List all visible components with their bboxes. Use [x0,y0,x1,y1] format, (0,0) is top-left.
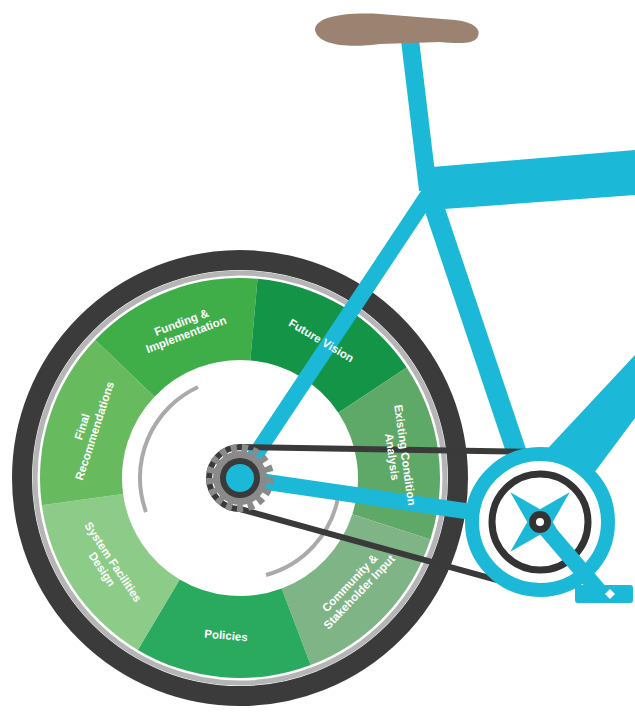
seat-post [410,40,428,190]
pedal-reflector [605,589,615,599]
seat-tube [430,195,540,522]
cycle-arrow-arc [140,387,198,512]
down-tube [522,355,635,508]
chain [209,447,540,592]
hub [226,464,254,492]
wheel-segment: Final Recommendations [40,278,440,678]
segment-fill [282,514,431,665]
cycle-arrow-arc [266,495,339,575]
cog-teeth [210,448,270,508]
spider [481,463,600,582]
chainring [472,454,608,590]
segment-shape [40,278,440,678]
segment-fill [40,340,155,505]
hub-ring [220,458,260,498]
cog [213,451,267,505]
tire [22,260,458,696]
rim [35,273,445,683]
pedal [575,585,633,603]
crank-bolt-center [536,518,544,526]
crank-arm [540,522,600,592]
segment-fill [338,367,440,539]
crank-bolt [529,511,551,533]
seat-stay [240,195,428,478]
segment-fill [42,494,180,650]
chainring-inner [492,474,588,570]
top-tube [420,150,635,210]
chain-stay [240,478,540,522]
saddle [315,14,479,46]
